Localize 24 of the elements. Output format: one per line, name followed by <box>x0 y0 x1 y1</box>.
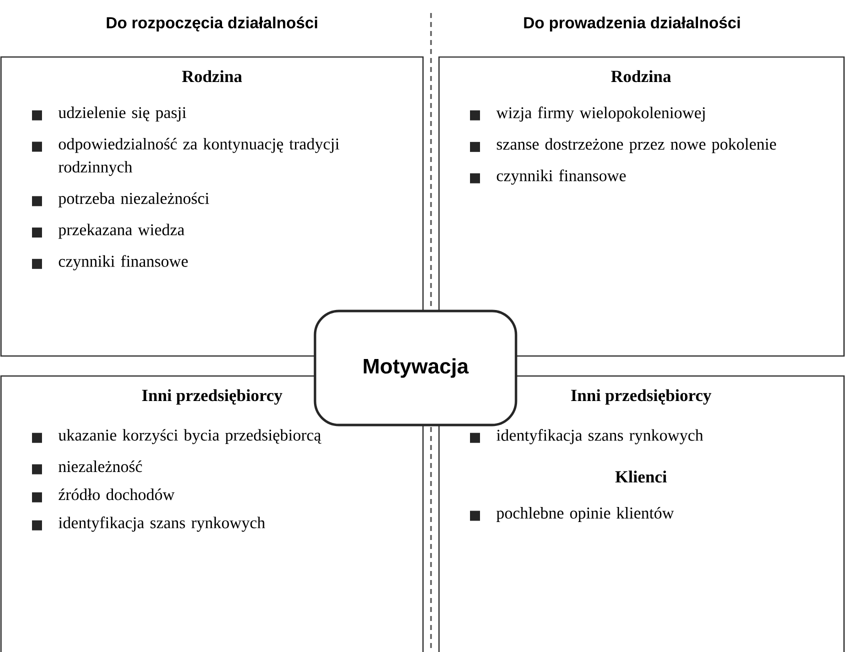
section-heading: Rodzina <box>182 70 242 82</box>
center-box: Motywacja <box>314 310 518 426</box>
bullet-item: wizja firmy wielopokoleniowej <box>496 106 705 122</box>
section-heading: Klienci <box>615 470 667 483</box>
section-heading: Inni przedsiębiorcy <box>571 389 712 405</box>
bullet-item: udzielenie się pasji <box>58 106 186 122</box>
section-heading: Inni przedsiębiorcy <box>142 389 282 405</box>
bullet-item: pochlebne opinie klientów <box>496 507 674 522</box>
bullet-item: identyfikacja szans rynkowych <box>58 516 266 532</box>
bullet-item: potrzeba niezależności <box>58 192 210 208</box>
bullet-item: szanse dostrzeżone przez nowe pokolenie <box>496 138 776 154</box>
bullet-item: źródło dochodów <box>58 488 175 500</box>
bullet-item: niezależność <box>58 460 142 472</box>
text-panel <box>0 56 424 357</box>
section-heading: Rodzina <box>611 70 671 82</box>
bullet-item: czynniki finansowe <box>58 255 188 270</box>
bullet-item: czynniki finansowe <box>496 170 626 185</box>
column-heading: Do rozpoczęcia działalności <box>106 16 318 32</box>
bullet-item: identyfikacja szans rynkowych <box>496 429 704 444</box>
bullet-item: odpowiedzialność za kontynuację tradycji rodzinnych <box>58 138 340 176</box>
bullet-item: ukazanie korzyści bycia przedsiębiorcą <box>58 429 322 444</box>
column-heading: Do prowadzenia działalności <box>524 16 740 32</box>
bullet-item: przekazana wiedza <box>58 224 184 239</box>
text-panel <box>438 56 845 357</box>
